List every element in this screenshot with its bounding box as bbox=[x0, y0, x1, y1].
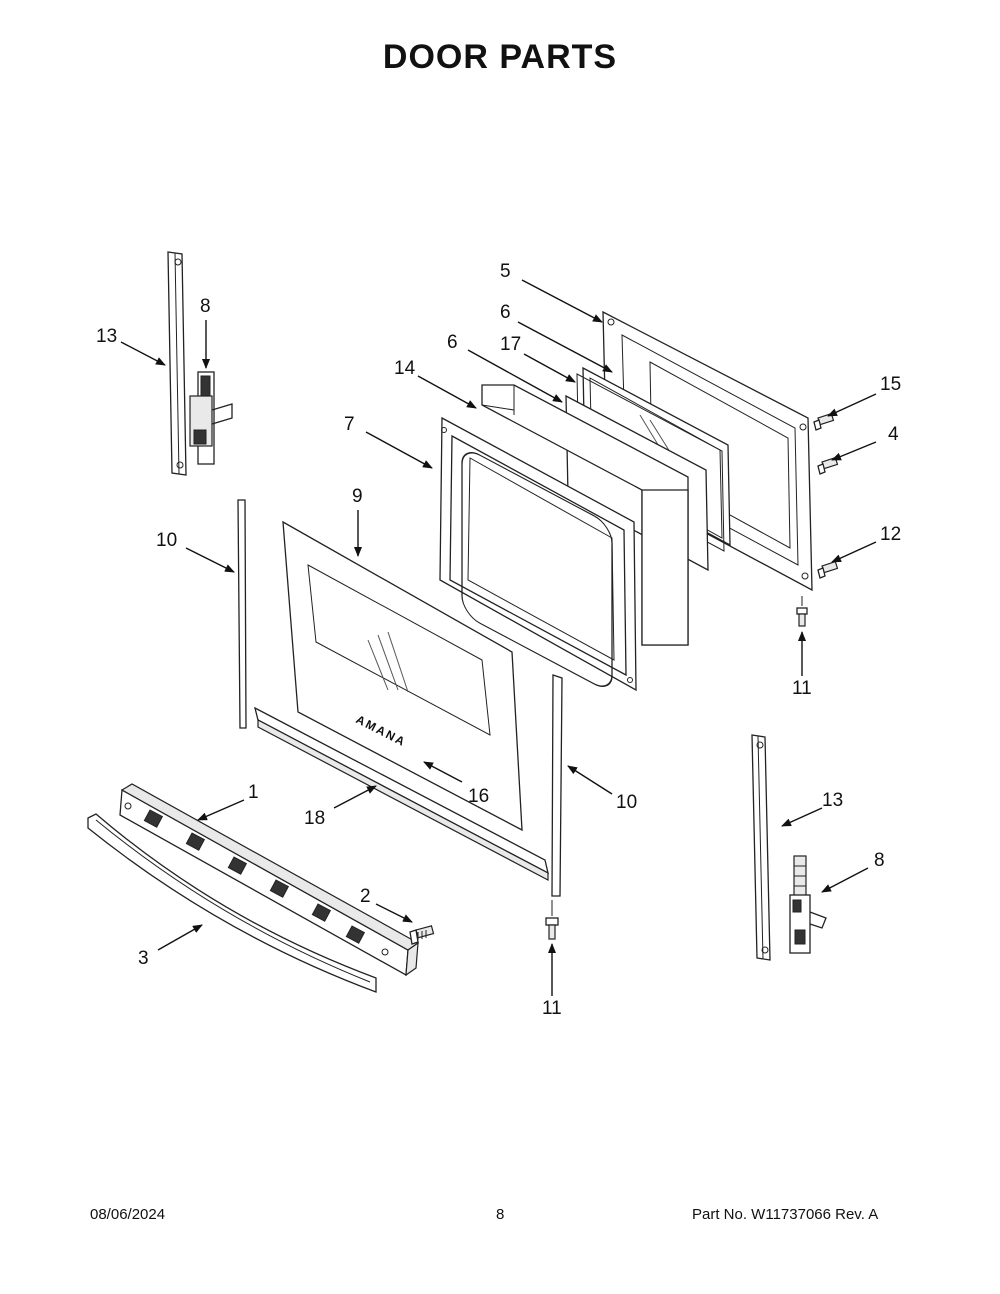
callout-18: 18 bbox=[304, 808, 325, 829]
callout-16: 16 bbox=[468, 786, 489, 807]
part-11-upper-screw bbox=[796, 596, 808, 627]
callout-7: 7 bbox=[344, 414, 355, 435]
callout-10-left: 10 bbox=[156, 530, 177, 551]
callout-8-right: 8 bbox=[874, 850, 885, 871]
part-10-right-side-trim bbox=[551, 674, 563, 897]
part-9-outer-door-glass bbox=[282, 520, 523, 832]
callout-9: 9 bbox=[352, 486, 363, 507]
part-15-screw bbox=[813, 412, 835, 431]
part-11-lower-screw bbox=[545, 900, 559, 940]
callout-13-right: 13 bbox=[822, 790, 843, 811]
callout-14: 14 bbox=[394, 358, 416, 379]
callout-8-left: 8 bbox=[200, 296, 211, 317]
callout-13-left: 13 bbox=[96, 326, 117, 347]
part-13-right-hinge-rail bbox=[751, 734, 771, 961]
part-7-door-frame bbox=[439, 416, 637, 692]
part-5-screw bbox=[817, 456, 839, 475]
callout-2: 2 bbox=[360, 886, 371, 907]
callout-10-right: 10 bbox=[616, 792, 637, 813]
part-1-vent-panel bbox=[119, 783, 420, 977]
footer-part-number: Part No. W11737066 Rev. A bbox=[692, 1206, 879, 1223]
callout-labels: 5 6 17 6 14 7 9 10 13 8 15 4 12 11 16 18… bbox=[96, 261, 901, 1019]
part-8-right-hinge bbox=[789, 855, 827, 954]
footer-date: 08/06/2024 bbox=[90, 1206, 166, 1223]
callout-11-lower: 11 bbox=[542, 998, 562, 1019]
leader-arrows bbox=[120, 279, 877, 996]
callout-1: 1 bbox=[248, 782, 259, 803]
part-3-door-handle bbox=[87, 813, 377, 993]
part-12-screw bbox=[817, 560, 839, 579]
callout-12: 12 bbox=[880, 524, 901, 545]
callout-15: 15 bbox=[880, 374, 901, 395]
callout-17: 17 bbox=[500, 334, 521, 355]
callout-4: 5 bbox=[500, 261, 511, 282]
callout-11-upper: 11 bbox=[792, 678, 812, 699]
footer-page-number: 8 bbox=[496, 1206, 505, 1223]
callout-3: 3 bbox=[138, 948, 149, 969]
callout-5: 4 bbox=[888, 424, 899, 445]
callout-6-back: 6 bbox=[500, 302, 511, 323]
part-13-left-hinge-rail bbox=[167, 251, 187, 476]
part-2-screw bbox=[409, 925, 435, 945]
part-8-left-hinge bbox=[189, 371, 233, 465]
page-title: DOOR PARTS bbox=[382, 38, 618, 76]
part-14-insulation bbox=[481, 384, 689, 646]
part-10-left-side-trim bbox=[237, 499, 247, 729]
callout-6-front: 6 bbox=[447, 332, 458, 353]
